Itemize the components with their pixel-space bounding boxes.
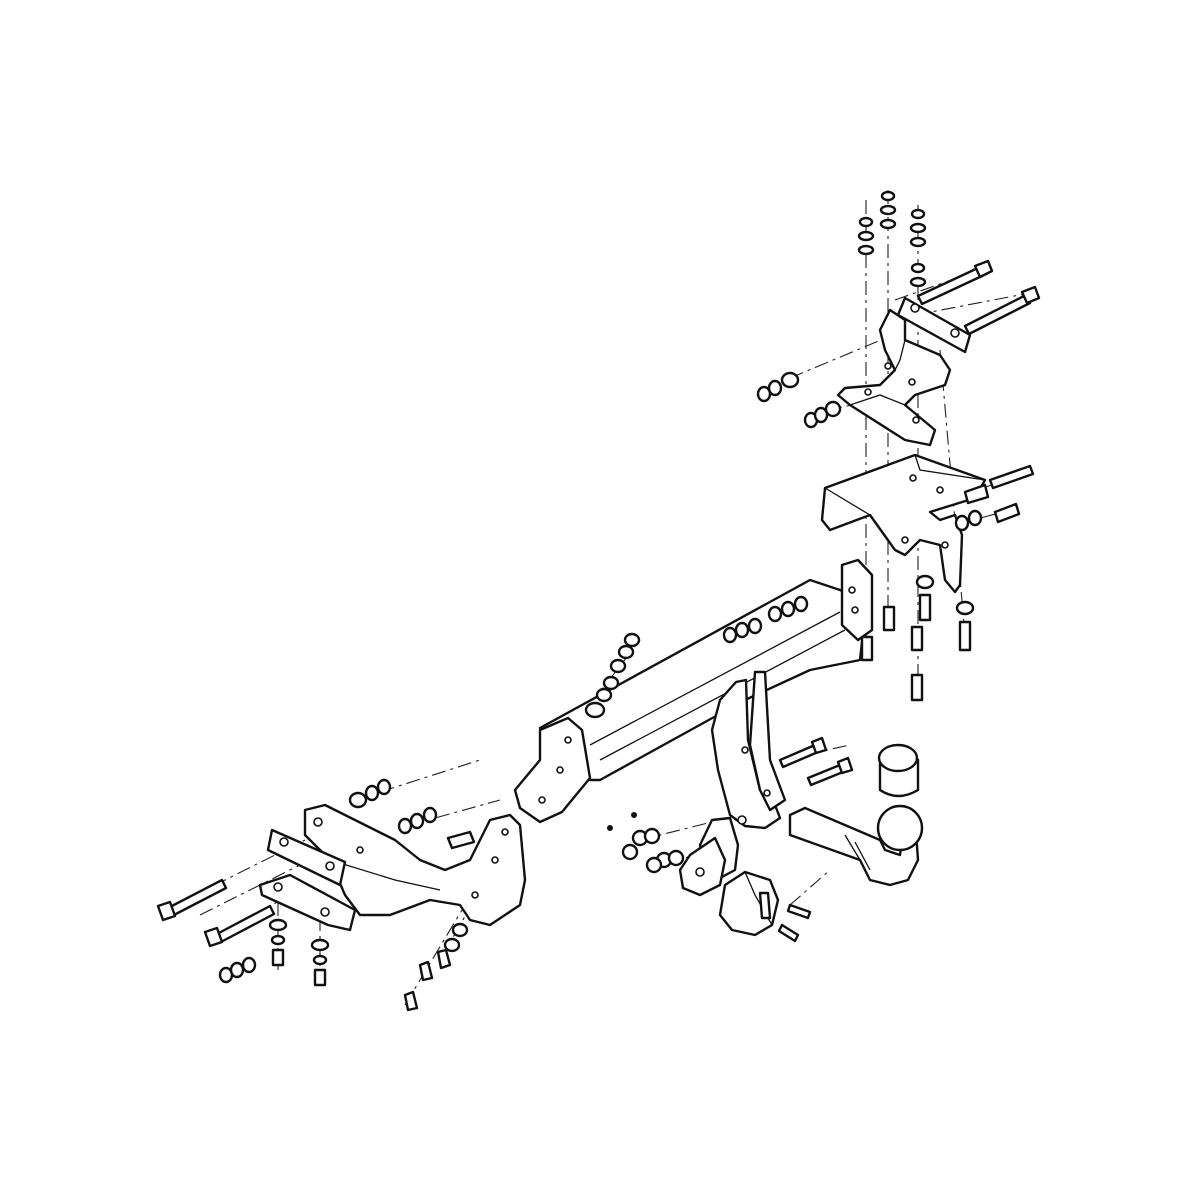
main-cross-beam <box>513 558 874 824</box>
left-vertical-bolts <box>268 918 330 987</box>
top-strap-plate <box>896 296 972 354</box>
left-nuts <box>218 778 438 984</box>
socket-hardware <box>607 812 685 874</box>
hitch-drop-bracket <box>710 670 787 830</box>
top-right-long-bolts <box>916 259 1041 336</box>
nut-stack-middle <box>879 190 897 230</box>
hitch-bolts <box>778 736 854 787</box>
beam-top-nuts <box>722 595 809 644</box>
left-long-bolts <box>156 878 276 948</box>
lower-left-bolts <box>403 830 476 1012</box>
left-side-bracket <box>303 803 527 927</box>
centre-nut-stack <box>584 632 641 719</box>
right-upper-bracket <box>836 308 952 447</box>
tow-ball-assembly <box>788 743 924 887</box>
right-vertical-bolts <box>860 574 975 702</box>
lower-bracket-bolts <box>954 464 1035 532</box>
nut-stack-right <box>909 208 927 288</box>
electrical-socket-assembly <box>678 816 812 943</box>
upper-bracket-nuts <box>756 371 842 429</box>
left-strap-plates <box>258 828 357 932</box>
nut-stack-left <box>857 216 875 256</box>
top-nut-stacks <box>857 190 927 288</box>
